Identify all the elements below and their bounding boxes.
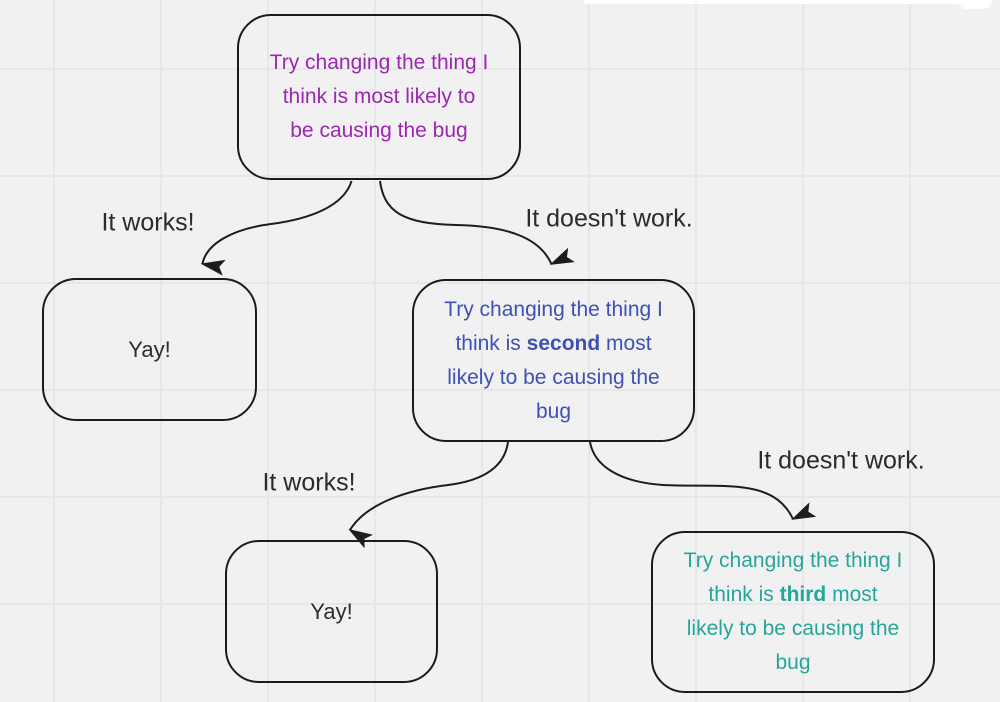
node-try-first: Try changing the thing I think is most l… — [237, 14, 521, 180]
node-yay-bottom: Yay! — [225, 540, 438, 683]
node-yay-bottom-text: Yay! — [310, 598, 353, 624]
node-try-second: Try changing the thing I think is second… — [412, 279, 695, 442]
node-yay-left: Yay! — [42, 278, 257, 421]
edge-label-it-works-2: It works! — [262, 468, 356, 497]
canvas-edge-artifact — [583, 0, 975, 4]
edge-label-it-doesnt-work-2: It doesn't work. — [757, 446, 925, 475]
node-try-second-text-bold: second — [526, 331, 601, 355]
node-try-second-text-pre: Try changing the thing I think is — [444, 297, 663, 355]
edge-label-it-doesnt-work-1: It doesn't work. — [525, 204, 693, 233]
node-try-second-text-post: most likely to be causing the bug — [447, 331, 660, 423]
edge-label-it-works-1: It works! — [101, 208, 195, 237]
node-yay-left-text: Yay! — [128, 336, 171, 362]
node-try-third: Try changing the thing I think is third … — [651, 531, 935, 693]
edge-root-to-second-arrow — [379, 180, 575, 265]
edge-second-to-yay-bottom-arrow — [348, 441, 509, 549]
node-try-third-text-post: most likely to be causing the bug — [686, 583, 900, 674]
node-try-third-text-pre: Try changing the thing I think is — [683, 549, 903, 606]
edge-second-to-third-arrow — [589, 441, 817, 520]
edge-root-to-yay-left-arrow — [200, 180, 353, 276]
node-try-first-text: Try changing the thing I think is most l… — [269, 51, 489, 142]
node-try-third-text-bold: third — [779, 583, 827, 606]
node-try-second-text: Try changing the thing I think is second… — [436, 293, 671, 429]
canvas-edge-corner-artifact — [958, 0, 992, 9]
node-try-third-text: Try changing the thing I think is third … — [676, 544, 911, 680]
